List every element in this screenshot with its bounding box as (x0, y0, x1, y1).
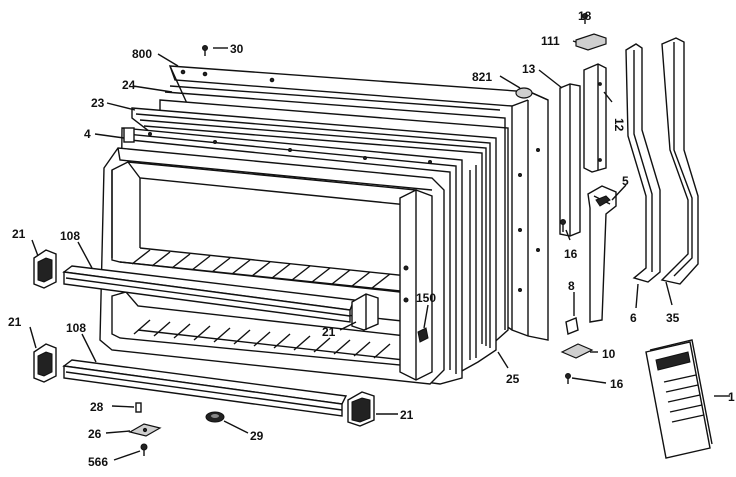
screw-18 (582, 13, 588, 24)
spacer-8 (565, 317, 579, 335)
label-35: 35 (666, 311, 680, 325)
label-26: 26 (88, 427, 102, 441)
label-30: 30 (230, 42, 244, 56)
door-liner (99, 147, 445, 385)
upper-shelf-ribs (119, 247, 409, 293)
label-150: 150 (416, 291, 436, 305)
label-29: 29 (250, 429, 264, 443)
screw-566 (140, 443, 148, 456)
label-23: 23 (91, 96, 105, 110)
shelf-bar-upper (62, 265, 355, 323)
clip-28 (135, 402, 142, 413)
shelf-end-cap-right-lower (347, 391, 375, 427)
bracket-10 (560, 343, 594, 359)
label-16-lower: 16 (610, 377, 624, 391)
label-13: 13 (522, 62, 536, 76)
label-18: 18 (578, 9, 592, 23)
handle-5 (587, 185, 617, 323)
handle-bracket-12 (583, 63, 607, 173)
screw-16-upper (560, 219, 566, 232)
washer-29 (205, 411, 225, 423)
trim-strip-6 (625, 43, 661, 283)
shelf-bar-lower (62, 359, 348, 417)
label-25: 25 (506, 372, 520, 386)
trim-strip-35 (660, 37, 699, 285)
label-28: 28 (90, 400, 104, 414)
label-24: 24 (122, 78, 136, 92)
label-6: 6 (630, 311, 637, 325)
owners-manual-booklet (645, 339, 713, 459)
label-111: 111 (541, 34, 560, 48)
shelf-end-cap-left-upper (33, 249, 57, 289)
part-number-labels: 18 30 800 111 13 821 24 23 4 12 5 108 21… (8, 9, 735, 469)
handle-13 (559, 83, 581, 237)
label-12: 12 (612, 118, 626, 132)
label-21-upper-left: 21 (12, 227, 26, 241)
label-21-right-upper: 21 (322, 325, 336, 339)
part-150 (417, 327, 429, 343)
label-566: 566 (88, 455, 108, 469)
label-5: 5 (622, 174, 629, 188)
label-1: 1 (728, 390, 735, 404)
label-21-lower-right: 21 (400, 408, 414, 422)
label-8: 8 (568, 279, 575, 293)
bracket-26 (128, 423, 162, 437)
shelf-end-cap-left-lower (33, 343, 57, 383)
leader-lines (29, 40, 730, 461)
label-16-upper: 16 (564, 247, 578, 261)
screw-30 (202, 45, 208, 56)
label-4: 4 (84, 127, 91, 141)
label-108-upper: 108 (60, 229, 80, 243)
plug-button (515, 87, 533, 99)
lower-shelf-ribs (133, 319, 405, 361)
screw-16-lower (565, 373, 571, 384)
label-800: 800 (132, 47, 152, 61)
label-821: 821 (472, 70, 492, 84)
label-10: 10 (602, 347, 616, 361)
label-21-lower-left: 21 (8, 315, 22, 329)
hinge-cap-111 (575, 33, 607, 51)
shelf-end-cap-right-upper (351, 293, 379, 331)
label-108-lower: 108 (66, 321, 86, 335)
